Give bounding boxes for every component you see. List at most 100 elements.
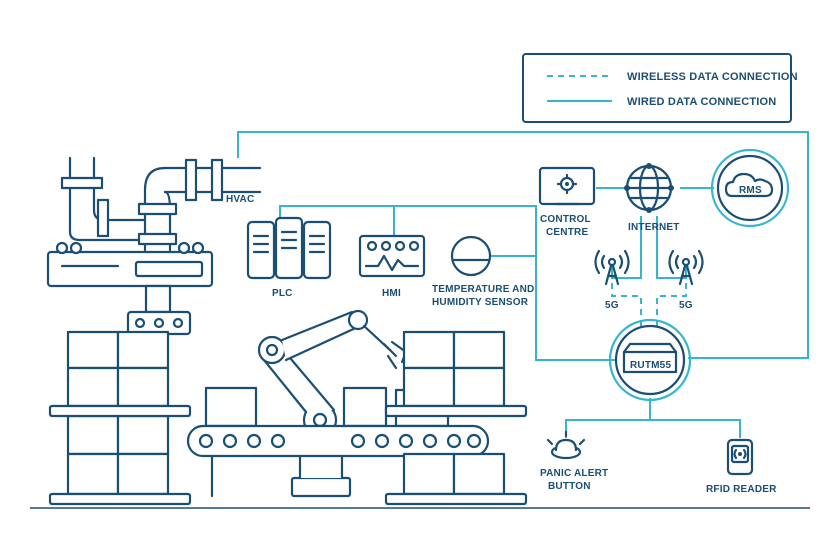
cardboard-box	[116, 366, 170, 408]
plc-device: PLC	[246, 216, 332, 299]
hvac-stem	[144, 284, 172, 314]
conveyor-belt	[186, 424, 490, 458]
hvac-bolt	[55, 241, 69, 255]
hmi-button	[394, 240, 406, 252]
cardboard-box	[116, 330, 170, 370]
panic-label-line2: BUTTON	[548, 481, 591, 492]
robot-wrist	[347, 309, 369, 331]
hmi-button	[408, 240, 420, 252]
alert-rays	[546, 430, 586, 446]
legend-wireless-label: WIRELESS DATA CONNECTION	[627, 71, 798, 83]
roller	[398, 433, 414, 449]
roller	[422, 433, 438, 449]
wired-router-rfid	[650, 419, 741, 438]
cardboard-box	[452, 452, 506, 496]
hvac-bolt	[177, 241, 191, 255]
fiveg-right-label: 5G	[679, 300, 693, 311]
sensor-label-line2: HUMIDITY SENSOR	[432, 297, 529, 308]
roller	[222, 433, 238, 449]
roller	[374, 433, 390, 449]
wired-internet-5g-right	[656, 216, 687, 279]
wired-router-panic	[565, 398, 651, 438]
hvac-flange	[96, 198, 110, 238]
cardboard-box	[66, 330, 120, 370]
hvac-flange	[137, 232, 178, 246]
router-label: RUTM55	[630, 360, 671, 371]
wired-bus-router	[279, 205, 618, 361]
hvac-bolt	[153, 317, 165, 329]
pallet-shelf	[48, 404, 192, 418]
roller	[466, 433, 482, 449]
rms-outer-ring	[710, 148, 790, 228]
hvac-bolt	[191, 241, 205, 255]
antenna-tip	[681, 257, 691, 267]
cardboard-box	[402, 452, 456, 496]
cardboard-box	[402, 330, 456, 370]
cardboard-box	[452, 330, 506, 370]
globe-parallels	[625, 176, 673, 200]
legend-box	[522, 53, 792, 123]
router-outer-ring	[608, 318, 692, 402]
internet-node: INTERNET	[624, 163, 680, 233]
wired-internet-5g-left	[611, 216, 642, 279]
gear-hub	[565, 182, 569, 186]
rms-label: RMS	[739, 185, 762, 196]
hvac-label: HVAC	[226, 194, 254, 205]
globe-node	[624, 185, 630, 191]
hvac-unit: HVAC	[46, 156, 262, 336]
roller	[270, 433, 286, 449]
internet-label: INTERNET	[628, 222, 680, 233]
cloud-icon	[724, 172, 774, 198]
cardboard-box	[66, 366, 120, 408]
control-label-line2: CENTRE	[546, 227, 588, 238]
plc-module	[246, 220, 276, 280]
hvac-flange	[137, 202, 178, 216]
plc-label: PLC	[272, 288, 293, 299]
rfid-reader-device: RFID READER	[706, 438, 777, 495]
control-centre: CONTROL CENTRE	[538, 166, 596, 238]
panic-button-dome	[554, 438, 578, 452]
robot-base	[290, 476, 352, 498]
roller	[350, 433, 366, 449]
hmi-waveform	[364, 254, 420, 272]
hvac-panel	[134, 260, 204, 278]
router-node: RUTM55	[608, 318, 692, 402]
hvac-base	[126, 310, 192, 336]
hmi-button	[380, 240, 392, 252]
plc-module	[302, 220, 332, 280]
roller	[198, 433, 214, 449]
conveyor-box	[342, 386, 388, 428]
fiveg-left-label: 5G	[605, 300, 619, 311]
globe-node	[646, 163, 652, 169]
cardboard-box	[116, 414, 170, 456]
legend-wired-label: WIRED DATA CONNECTION	[627, 96, 776, 108]
sensor-body	[450, 235, 492, 277]
globe-node	[668, 185, 674, 191]
antenna-right: 5G	[668, 249, 704, 311]
conveyor-box	[204, 386, 258, 428]
plc-vents	[252, 230, 326, 254]
antenna-left: 5G	[594, 249, 630, 311]
cardboard-box	[66, 414, 120, 456]
wireless-5g-right	[656, 283, 687, 330]
pallet-shelf	[384, 492, 528, 506]
cardboard-box	[402, 366, 456, 408]
wired-hvac-rms-router	[237, 131, 809, 359]
left-box-stack	[48, 330, 192, 506]
pallet-shelf	[48, 492, 192, 506]
hmi-label: HMI	[382, 288, 401, 299]
rms-node: RMS	[710, 148, 790, 228]
hvac-flange	[210, 158, 224, 202]
pallet-shelf	[384, 404, 528, 418]
hvac-flange	[60, 176, 104, 190]
hmi-button	[366, 240, 378, 252]
conveyor-rollers	[198, 433, 482, 449]
roller	[246, 433, 262, 449]
cardboard-box	[66, 452, 120, 496]
signal-waves	[594, 249, 630, 275]
hvac-box	[46, 250, 214, 288]
connections	[237, 131, 809, 438]
rfid-dot	[738, 452, 742, 456]
hvac-bolt	[172, 317, 184, 329]
